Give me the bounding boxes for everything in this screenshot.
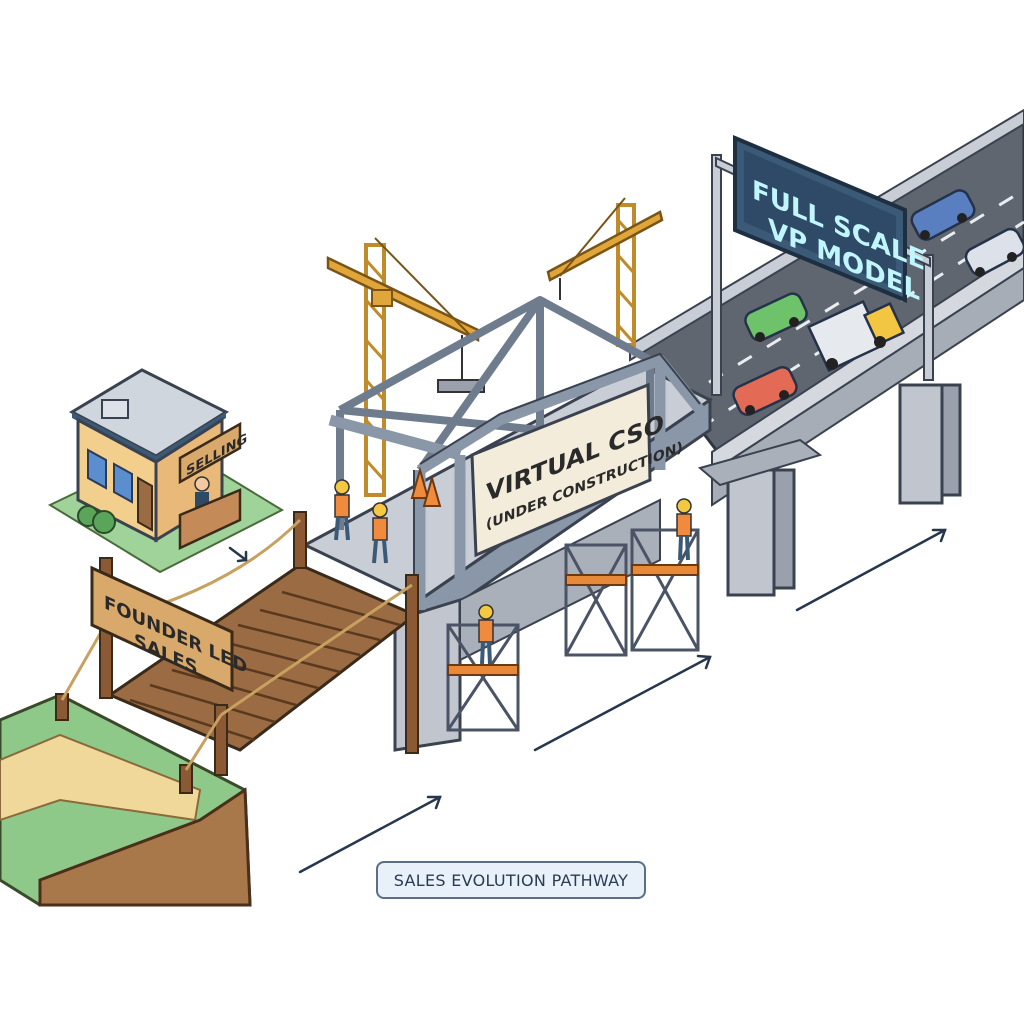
arrow-icon (228, 546, 248, 563)
car-white (964, 227, 1024, 277)
traffic-cone (422, 474, 442, 507)
worker (478, 604, 494, 665)
truss-bridge: VIRTUAL CSO (UNDER CONSTRUCTION) (301, 296, 713, 752)
highway-pillar-1 (726, 468, 776, 597)
scaffold-planks (447, 564, 699, 676)
truck (807, 299, 906, 373)
car-blue (910, 189, 976, 241)
worker (334, 479, 350, 541)
arrow-icon (298, 795, 442, 874)
worker (676, 498, 692, 561)
grass-cliff (0, 693, 252, 907)
vehicles (732, 189, 1024, 416)
highway-pillar-2 (898, 383, 944, 505)
scaffolding (446, 528, 700, 732)
worker (372, 502, 388, 564)
rope-bridge (55, 511, 419, 794)
arrow-icon (795, 528, 947, 612)
ac-unit-icon (101, 399, 129, 419)
crane-left (326, 237, 485, 497)
traffic-cone (410, 466, 430, 499)
crane-right (546, 197, 664, 347)
car-green (744, 292, 808, 342)
bush (92, 510, 116, 534)
car-red (732, 366, 798, 416)
pathway-arrows (228, 528, 947, 874)
arrow-icon (533, 654, 712, 752)
pathway-caption: SALES EVOLUTION PATHWAY (376, 861, 646, 899)
selling-shop: SELLING (68, 368, 247, 550)
